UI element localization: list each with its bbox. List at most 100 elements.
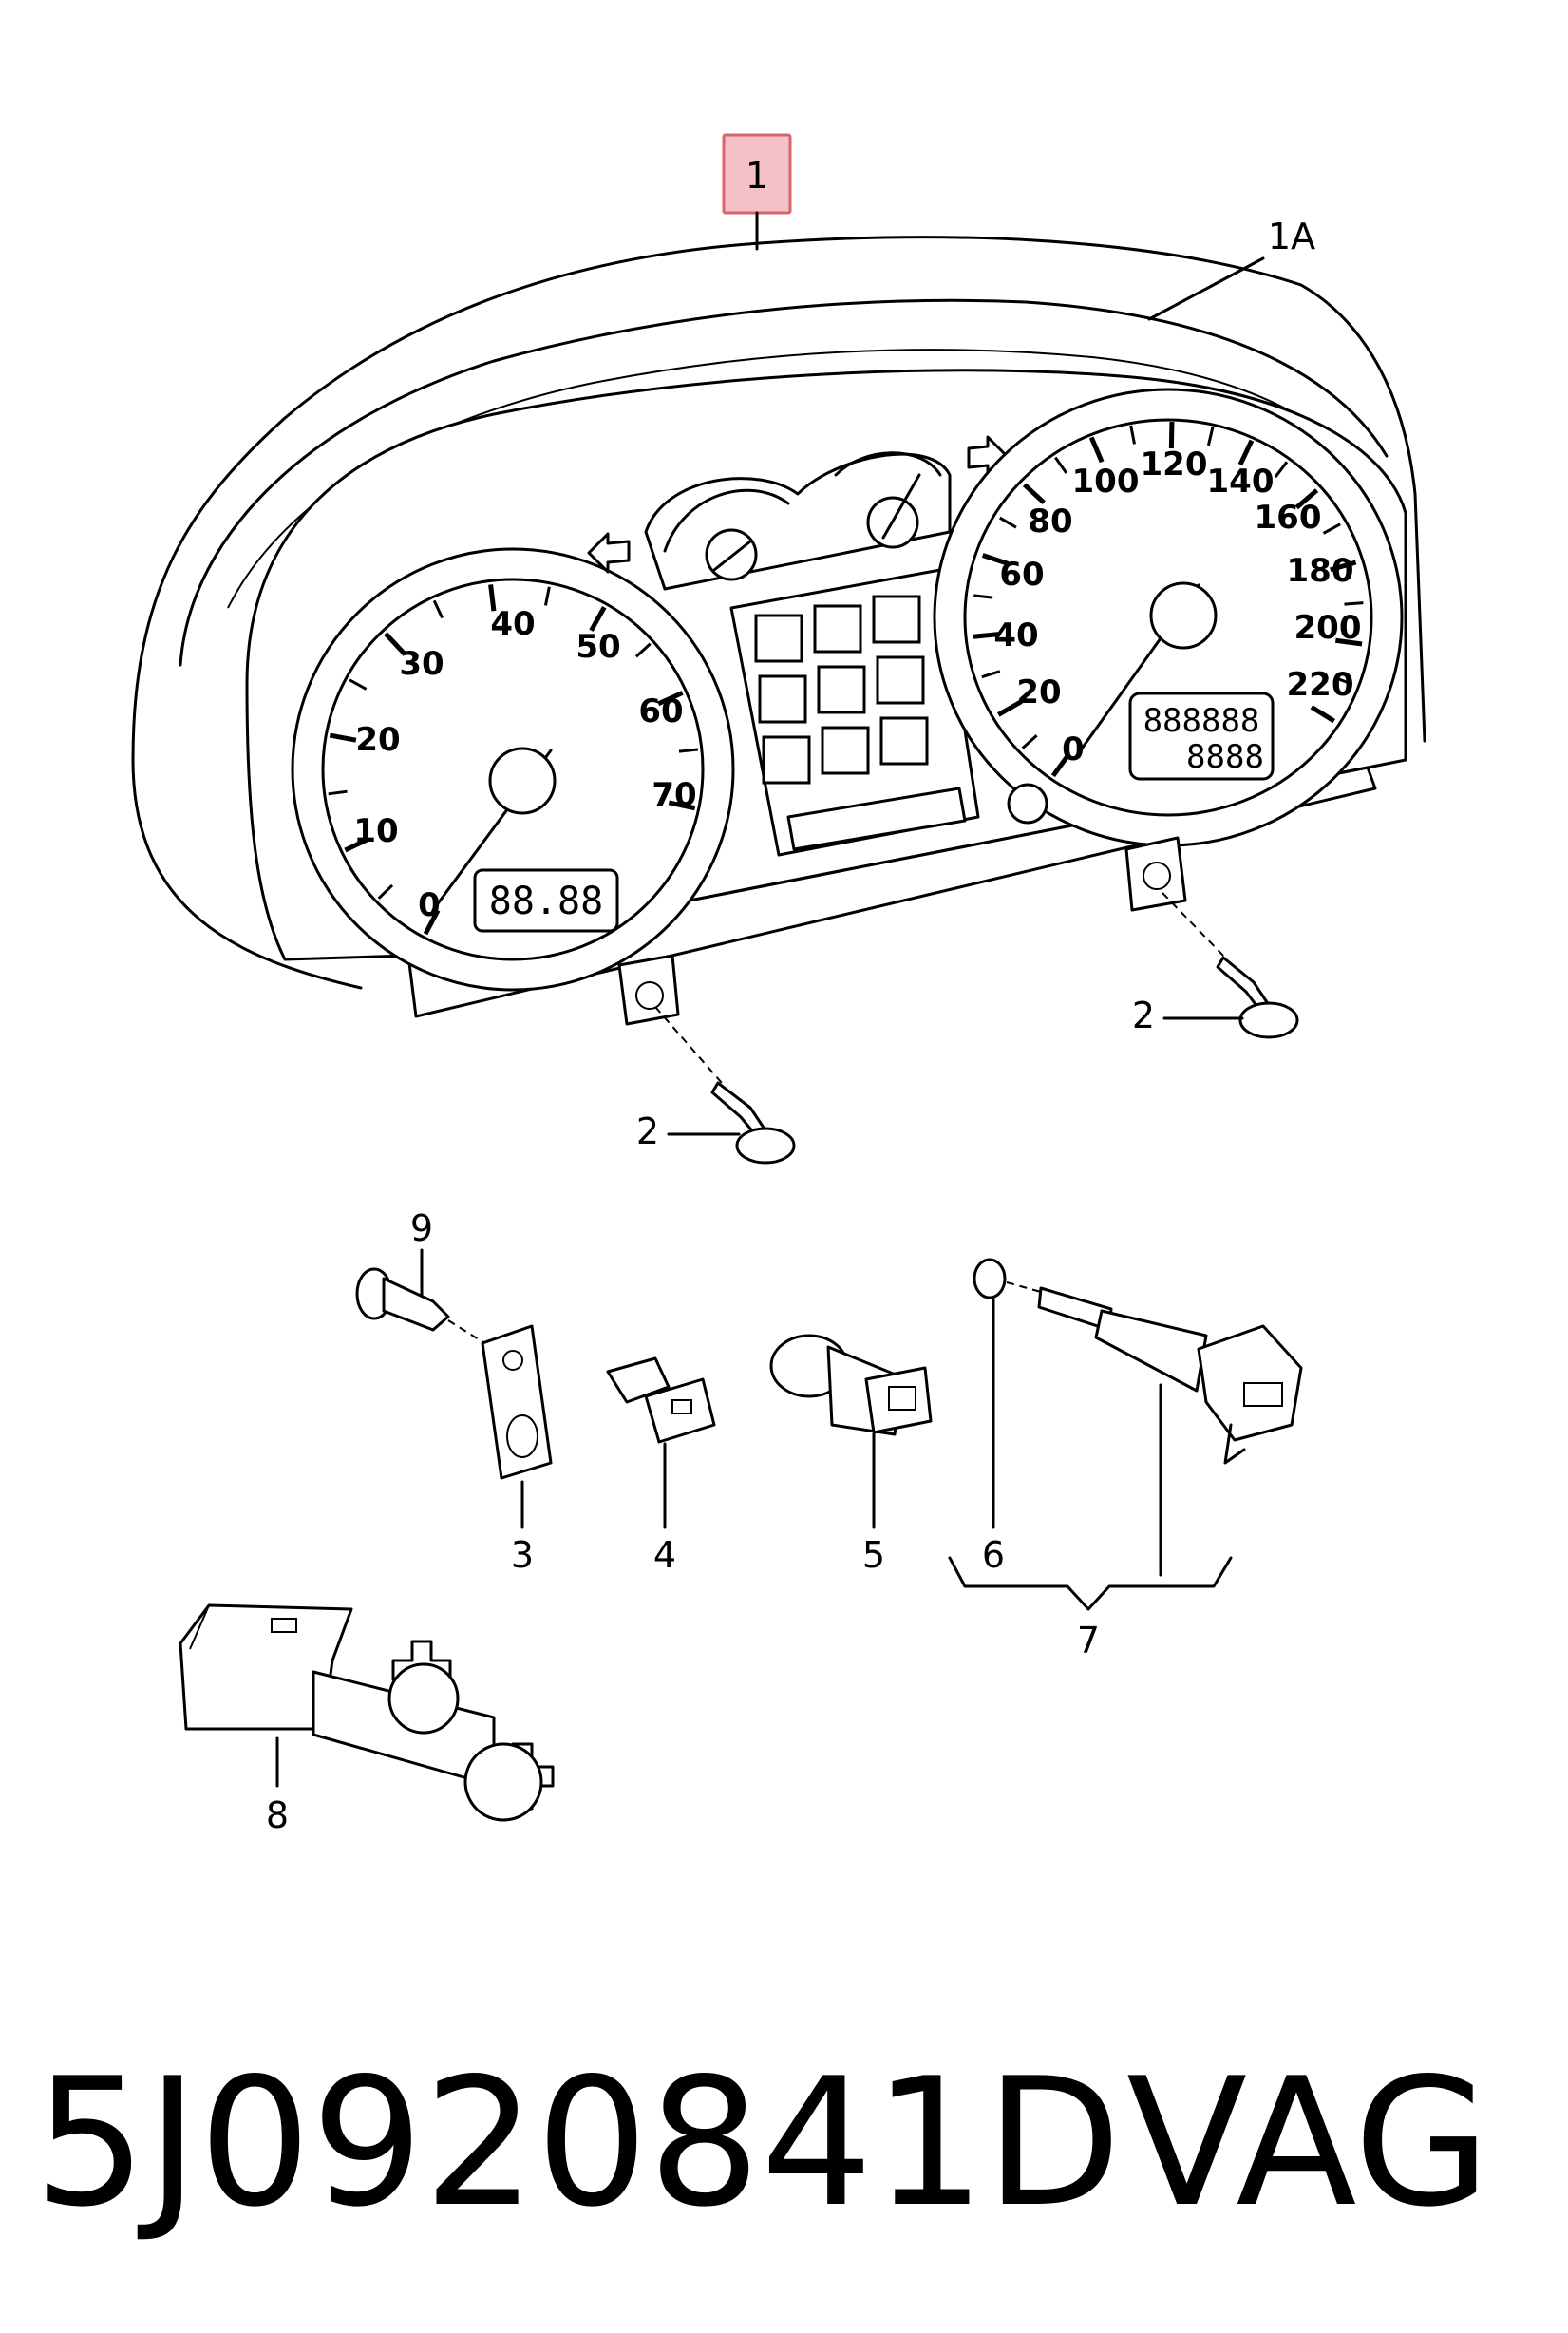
part-8-upper-socket [387,1662,460,1735]
right-gauge-tick-17 [1322,522,1341,535]
part-7-clip [1223,1423,1246,1465]
part-8-lower-socket [463,1742,543,1822]
fuel-gauge-arc [663,488,790,553]
warning-lamp-8 [879,716,929,766]
left-gauge-tick-6 [384,632,406,655]
mount-tab-left [617,954,680,1026]
part-5-plug [864,1366,933,1434]
right-gauge-tick-1 [1021,734,1038,749]
left-gauge-lcd [473,868,619,933]
part-7-sender [1037,1286,1303,1465]
callout-4-label: 4 [653,1534,676,1576]
left-gauge-tick-3 [328,789,348,796]
screw-right-axis [1162,892,1226,958]
part-3-plate [481,1324,553,1480]
left-gauge-tick-8 [488,584,497,612]
callout-1a-leader [1147,256,1265,321]
part-8-plug-edge [189,1604,210,1650]
right-gauge-label-120: 120 [1141,446,1208,484]
warning-lamp-3 [758,674,807,724]
fuel-gauge-needle [712,540,752,572]
right-gauge-label-20: 20 [1016,673,1061,711]
instrument-cluster: 0 10 20 30 40 50 60 70 88.88 0 20 40 6 [131,236,1426,1026]
callout-2-left-label: 2 [636,1110,659,1152]
right-gauge-label-200: 200 [1294,609,1362,647]
left-gauge-label-0: 0 [418,886,441,924]
part-3-small-hole [502,1350,523,1371]
warning-lamp-2 [872,595,921,644]
left-gauge-tick-11 [634,642,652,658]
screw-right-head [1238,1001,1299,1039]
footer-brand: VAG [1126,2039,1490,2246]
part-8-latch [271,1618,297,1633]
callout-6-label: 6 [982,1534,1005,1576]
right-gauge-tick-9 [1054,456,1068,474]
left-gauge-label-50: 50 [576,628,620,666]
warning-lamp-grid [754,595,929,785]
right-gauge-tick-22 [1310,705,1336,724]
part-6-axis [1006,1281,1042,1293]
left-gauge-tick-7 [432,599,444,619]
right-gauge-tick-21 [1333,675,1353,686]
right-gauge-tick-18 [1330,560,1357,573]
callout-9-label: 9 [410,1207,433,1249]
mount-tab-right [1124,836,1187,912]
left-gauge-tick-10 [589,606,607,632]
reset-knob [1007,783,1048,825]
right-gauge-tick-16 [1294,488,1319,510]
part-3-bracket [481,1324,553,1480]
right-gauge-tick-5 [973,594,993,599]
left-gauge-tick-4 [329,732,357,743]
part-6-seal-ring [973,1258,1007,1299]
part-4-pin [671,1399,692,1414]
right-gauge-tick-20 [1335,637,1363,647]
right-gauge-tick-0 [1050,752,1071,778]
cluster-housing [131,236,1426,990]
left-gauge-tick-marks [328,584,699,936]
right-gauge-tick-11 [1129,425,1136,445]
left-gauge-label-60: 60 [638,692,683,730]
part-5-pins [888,1386,916,1411]
screw-right [1162,892,1299,1039]
part-4-body [606,1356,671,1404]
right-gauge-hub [1149,581,1218,650]
right-gauge-tick-12 [1168,421,1175,449]
callout-2-right-label: 2 [1132,995,1155,1036]
right-gauge-label-100: 100 [1072,463,1140,501]
left-gauge-label-70: 70 [652,776,696,814]
left-gauge-tick-9 [543,586,551,606]
warning-lamp-5 [876,655,925,705]
screw-left-head [735,1127,796,1165]
right-gauge-label-40: 40 [993,616,1038,654]
left-gauge-tick-13 [678,748,699,753]
right-gauge-label-180: 180 [1287,552,1354,590]
cluster-cover-1a [179,298,1389,667]
mount-tab-left-hole [635,981,664,1010]
warning-lamp-6 [762,735,811,785]
bottom-indicator-strip [786,787,967,851]
right-gauge-tick-4 [973,631,1001,639]
right-gauge-tick-19 [1344,601,1364,606]
right-gauge-tick-15 [1274,461,1289,479]
callout-7-bracket [948,1556,1233,1611]
part-4-connector [606,1356,716,1444]
footer-part-number: 5J0920841D [34,2039,1122,2246]
right-gauge-label-220: 220 [1287,666,1354,704]
callout-1a-label: 1A [1268,216,1315,257]
left-gauge-label-30: 30 [399,645,444,683]
temp-gauge-needle [881,473,921,540]
part-4-plug [644,1377,716,1444]
left-gauge-tick-12 [657,691,684,707]
right-gauge-tick-8 [1022,483,1046,505]
callout-1-label: 1 [746,155,768,197]
left-gauge-tick-5 [349,678,368,691]
right-gauge-label-140: 140 [1207,463,1275,501]
part-7-body [1094,1309,1208,1393]
right-gauge-tick-6 [981,553,1010,566]
screw-left-axis [654,1006,723,1084]
callout-5-label: 5 [862,1534,885,1576]
right-gauge-tick-10 [1088,436,1105,464]
left-turn-arrow-icon [587,532,631,574]
left-gauge-lcd-text: 88.88 [489,880,603,923]
